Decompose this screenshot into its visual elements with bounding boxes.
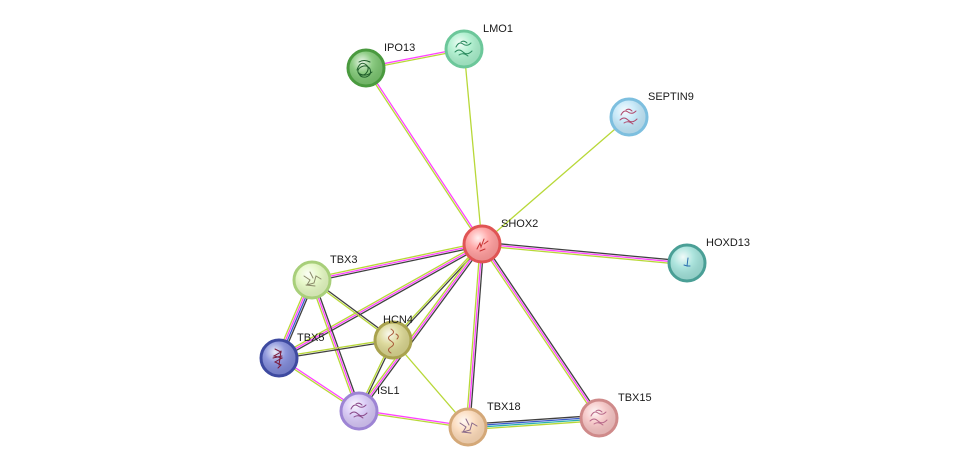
node-tbx18[interactable]: TBX18	[448, 401, 521, 447]
edge-evidence-line	[279, 245, 484, 361]
edge-evidence-line	[468, 420, 600, 431]
nodes-layer: SHOX2 LMO1IPO13SEPTIN9HOXD13TBX3HCN4TBX5I…	[259, 23, 750, 447]
node-shine	[451, 410, 485, 444]
edge-evidence-line	[277, 241, 482, 357]
edge-evidence-line	[469, 244, 485, 428]
node-shine	[612, 100, 646, 134]
node-isl1[interactable]: ISL1	[339, 385, 400, 431]
edge-ipo13-shox2[interactable]	[364, 67, 484, 245]
node-hoxd13[interactable]: HOXD13	[667, 237, 750, 283]
edge-evidence-line	[467, 414, 599, 425]
edge-tbx3-isl1[interactable]	[309, 279, 362, 412]
node-hcn4[interactable]: HCN4	[373, 314, 413, 360]
edge-evidence-line	[479, 244, 599, 420]
edge-evidence-line	[482, 241, 688, 262]
node-shox2[interactable]: SHOX2	[462, 218, 538, 264]
structure-glyph	[388, 328, 399, 354]
edge-evidence-line	[357, 242, 482, 411]
structure-glyph	[349, 402, 368, 419]
structure-glyph	[303, 271, 322, 287]
edge-evidence-line	[313, 279, 362, 411]
edge-evidence-line	[465, 243, 481, 427]
node-label-ipo13: IPO13	[384, 42, 415, 54]
edge-evidence-line	[311, 241, 482, 279]
edge-evidence-line	[311, 279, 360, 412]
edge-evidence-line	[366, 67, 484, 244]
edge-evidence-line	[463, 48, 483, 245]
edge-evidence-line	[481, 243, 600, 419]
edge-shox2-tbx18[interactable]	[465, 243, 485, 428]
structure-glyph	[683, 257, 691, 267]
node-septin9[interactable]: SEPTIN9	[609, 91, 694, 137]
node-label-lmo1: LMO1	[483, 23, 513, 35]
node-label-hcn4: HCN4	[383, 314, 413, 326]
edge-evidence-line	[359, 244, 484, 413]
edge-septin9-shox2[interactable]	[481, 116, 630, 245]
edge-evidence-line	[309, 280, 358, 412]
node-label-hoxd13: HOXD13	[706, 237, 750, 249]
node-label-septin9: SEPTIN9	[648, 91, 694, 103]
edge-evidence-line	[481, 243, 688, 264]
node-tbx3[interactable]: TBX3	[292, 254, 358, 300]
edge-lmo1-shox2[interactable]	[463, 48, 483, 245]
node-label-tbx18: TBX18	[487, 401, 521, 413]
structure-glyph	[589, 409, 608, 426]
edge-evidence-line	[358, 243, 483, 412]
node-ipo13[interactable]: IPO13	[346, 42, 415, 88]
structure-glyph	[619, 108, 638, 125]
node-label-tbx5: TBX5	[297, 332, 325, 344]
edge-evidence-line	[482, 242, 602, 418]
edge-evidence-line	[311, 243, 483, 281]
edge-shox2-tbx5[interactable]	[277, 241, 484, 361]
structure-glyph	[459, 418, 478, 434]
node-shine	[342, 394, 376, 428]
structure-glyph	[356, 62, 371, 78]
edge-tbx18-tbx15[interactable]	[467, 414, 600, 431]
edge-evidence-line	[481, 116, 630, 245]
edge-evidence-line	[391, 242, 482, 340]
structure-glyph	[454, 40, 473, 57]
edge-evidence-line	[364, 68, 482, 245]
structure-glyph	[476, 238, 489, 252]
edge-shox2-tbx3[interactable]	[311, 241, 483, 283]
node-shine	[376, 323, 410, 357]
node-shine	[262, 341, 296, 375]
structure-glyph	[272, 348, 284, 369]
edge-evidence-line	[481, 245, 687, 266]
node-tbx15[interactable]: TBX15	[579, 392, 652, 438]
edge-evidence-line	[468, 418, 600, 429]
edge-shox2-hoxd13[interactable]	[481, 241, 688, 266]
node-lmo1[interactable]: LMO1	[444, 23, 513, 69]
node-shine	[447, 32, 481, 66]
edge-shox2-tbx15[interactable]	[479, 242, 602, 420]
node-label-shox2: SHOX2	[501, 218, 538, 230]
node-tbx5[interactable]: TBX5	[259, 332, 325, 378]
edge-evidence-line	[278, 243, 483, 359]
node-shine	[349, 51, 383, 85]
node-shine	[295, 263, 329, 297]
node-shine	[582, 401, 616, 435]
edge-evidence-line	[467, 243, 483, 428]
node-label-tbx3: TBX3	[330, 254, 358, 266]
edge-evidence-line	[467, 416, 599, 427]
edge-evidence-line	[312, 245, 483, 283]
node-label-tbx15: TBX15	[618, 392, 652, 404]
structure-glyph	[358, 60, 373, 76]
edge-shox2-isl1[interactable]	[357, 242, 484, 413]
node-label-isl1: ISL1	[377, 385, 400, 397]
